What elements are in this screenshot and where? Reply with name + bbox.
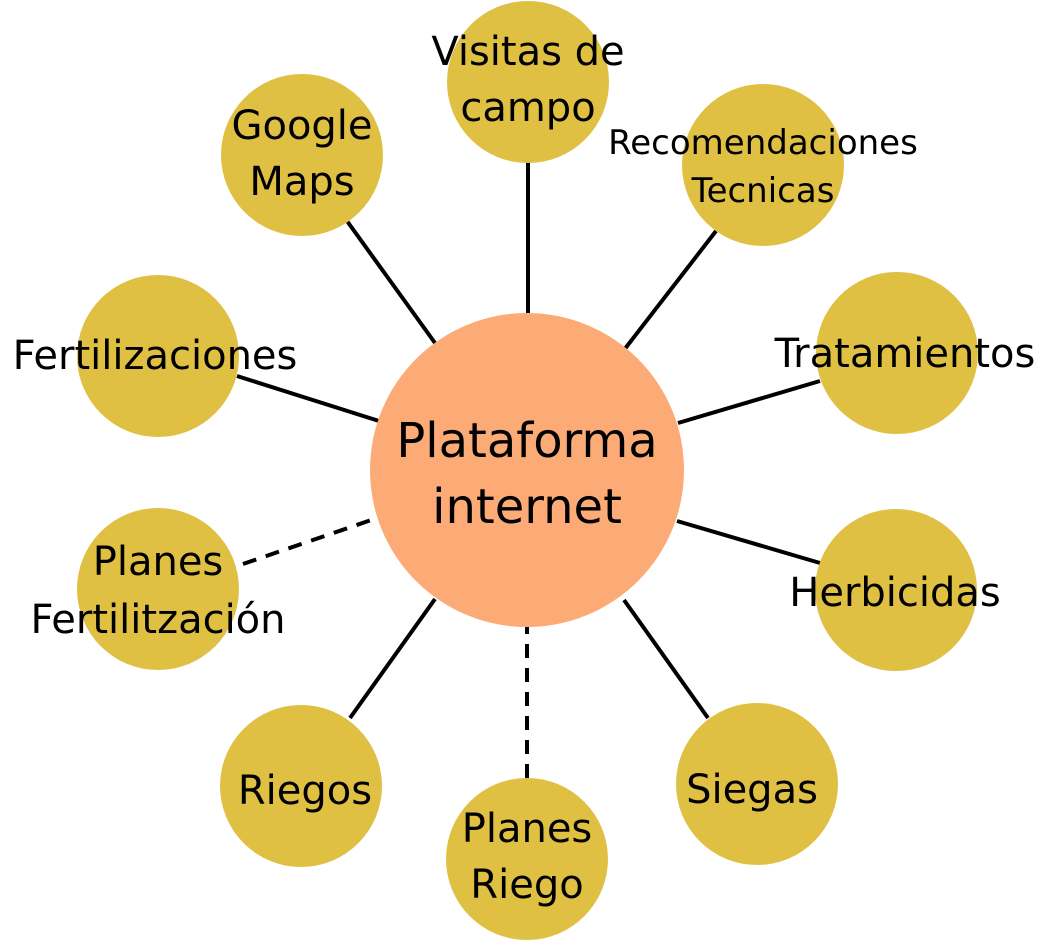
node-circle-tratamientos xyxy=(816,272,978,434)
node-label-fertilizaciones-line-1: Fertilizaciones xyxy=(13,333,298,379)
node-label-tratamientos: Tratamientos xyxy=(774,331,1036,377)
node-label-visitas-de-campo-line-2: campo xyxy=(460,85,595,131)
connector-tratamientos xyxy=(677,379,821,425)
node-label-recomendaciones-tecnicas-line-1: Recomendaciones xyxy=(608,123,918,163)
node-circle-siegas xyxy=(676,703,838,865)
center-label: Plataforma internet xyxy=(396,413,657,535)
node-label-riegos: Riegos xyxy=(238,768,372,814)
node-circle-planes-riego xyxy=(446,778,608,940)
connector-fertilizaciones xyxy=(236,374,380,423)
node-label-planes-fertilitzacion-line-1: Planes xyxy=(93,539,224,585)
center-label-line-2: internet xyxy=(432,479,622,535)
node-label-riegos-line-1: Riegos xyxy=(238,768,372,814)
connector-google-maps xyxy=(345,219,437,345)
connector-herbicidas xyxy=(676,519,821,565)
connector-siegas xyxy=(622,598,710,720)
center-circle xyxy=(370,313,684,627)
node-label-herbicidas-line-1: Herbicidas xyxy=(789,570,1000,616)
node-circle-fertilizaciones xyxy=(77,275,239,437)
connector-planes-fertilitzacion-dashed xyxy=(242,515,381,566)
node-label-planes-riego-line-2: Riego xyxy=(470,862,583,908)
node-label-planes-riego-line-1: Planes xyxy=(462,806,593,852)
node-label-siegas-line-1: Siegas xyxy=(686,767,818,813)
node-circle-riegos xyxy=(220,705,382,867)
connector-recomendaciones-tecnicas xyxy=(622,229,718,352)
node-label-siegas: Siegas xyxy=(686,767,818,813)
connector-riegos xyxy=(348,597,437,720)
node-label-recomendaciones-tecnicas-line-2: Tecnicas xyxy=(691,171,835,211)
center-label-line-1: Plataforma xyxy=(396,413,657,469)
node-circle-recomendaciones-tecnicas xyxy=(682,84,844,246)
node-circle-visitas-de-campo xyxy=(447,1,609,163)
node-label-google-maps-line-2: Maps xyxy=(249,159,354,205)
node-circle-planes-fertilitzacion xyxy=(77,508,239,670)
node-label-google-maps-line-1: Google xyxy=(231,103,372,149)
node-label-visitas-de-campo: Visitas de campo xyxy=(431,29,624,131)
node-label-planes-fertilitzacion-line-2: Fertilitzación xyxy=(30,597,285,643)
node-label-fertilizaciones: Fertilizaciones xyxy=(13,333,298,379)
node-circles xyxy=(77,1,978,940)
node-circle-herbicidas xyxy=(815,509,977,671)
node-circle-google-maps xyxy=(221,74,383,236)
node-label-herbicidas: Herbicidas xyxy=(789,570,1000,616)
node-label-visitas-de-campo-line-1: Visitas de xyxy=(431,29,624,75)
center-node xyxy=(370,313,684,627)
node-label-tratamientos-line-1: Tratamientos xyxy=(774,331,1036,377)
connectors xyxy=(236,162,821,778)
